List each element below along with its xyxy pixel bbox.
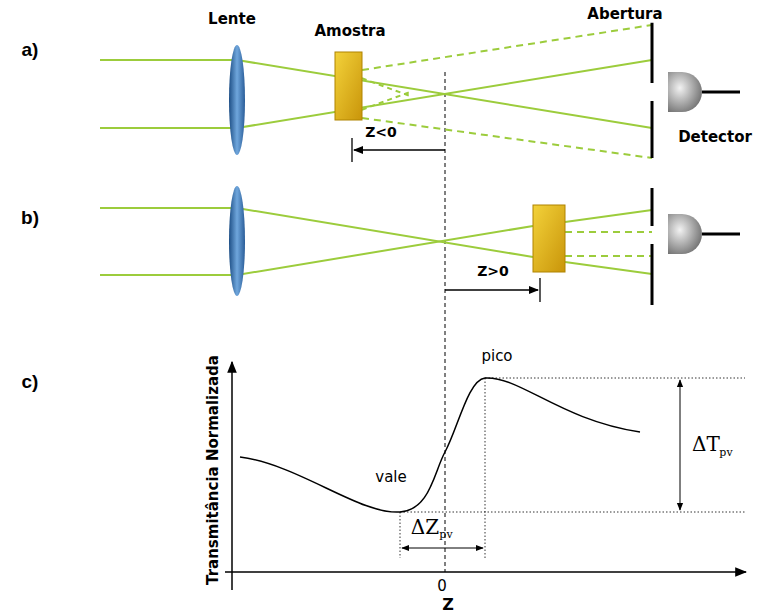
y-axis [231, 362, 233, 590]
panel-letter: c) [20, 372, 41, 393]
panel-letter: a) [20, 40, 41, 61]
detector-wire [702, 233, 740, 236]
dimension-label: ΔZ [409, 516, 441, 538]
x-axis [225, 571, 746, 573]
z-tick [539, 278, 540, 302]
axis-tick-label: 0 [435, 578, 449, 595]
point-label: pico [479, 348, 514, 365]
z-arrow [354, 149, 445, 150]
guide-lines [400, 378, 745, 558]
z-tick [351, 138, 352, 162]
axis-title: Transmitância Normalizada [205, 353, 222, 587]
beam-b [100, 208, 652, 275]
part-name: Amostra [312, 23, 387, 40]
dz-arrow [402, 548, 483, 549]
position-label: Z<0 [363, 125, 399, 140]
dimension-subscript: pv [717, 447, 734, 459]
dimension-subscript: pv [437, 529, 454, 541]
lens [229, 45, 245, 155]
aperture [651, 188, 654, 305]
beam-a [100, 25, 652, 158]
dimension-label: ΔT [690, 433, 722, 455]
dt-arrow [680, 380, 681, 510]
point-label: vale [373, 469, 408, 486]
panel-letter: b) [19, 208, 41, 229]
sample [533, 205, 565, 272]
axis-title: Z [440, 596, 456, 614]
lens [229, 186, 245, 296]
aperture [651, 15, 654, 158]
part-name: Detector [676, 129, 754, 146]
z-arrow [445, 289, 538, 290]
part-name: Abertura [585, 6, 664, 23]
position-label: Z>0 [475, 264, 511, 279]
detector-wire [702, 91, 740, 94]
detector-symbol [668, 214, 702, 254]
transmittance-curve [240, 378, 640, 512]
focal-line [445, 72, 446, 572]
sample [335, 52, 362, 120]
detector-symbol [668, 72, 702, 112]
part-name: Lente [206, 11, 258, 28]
